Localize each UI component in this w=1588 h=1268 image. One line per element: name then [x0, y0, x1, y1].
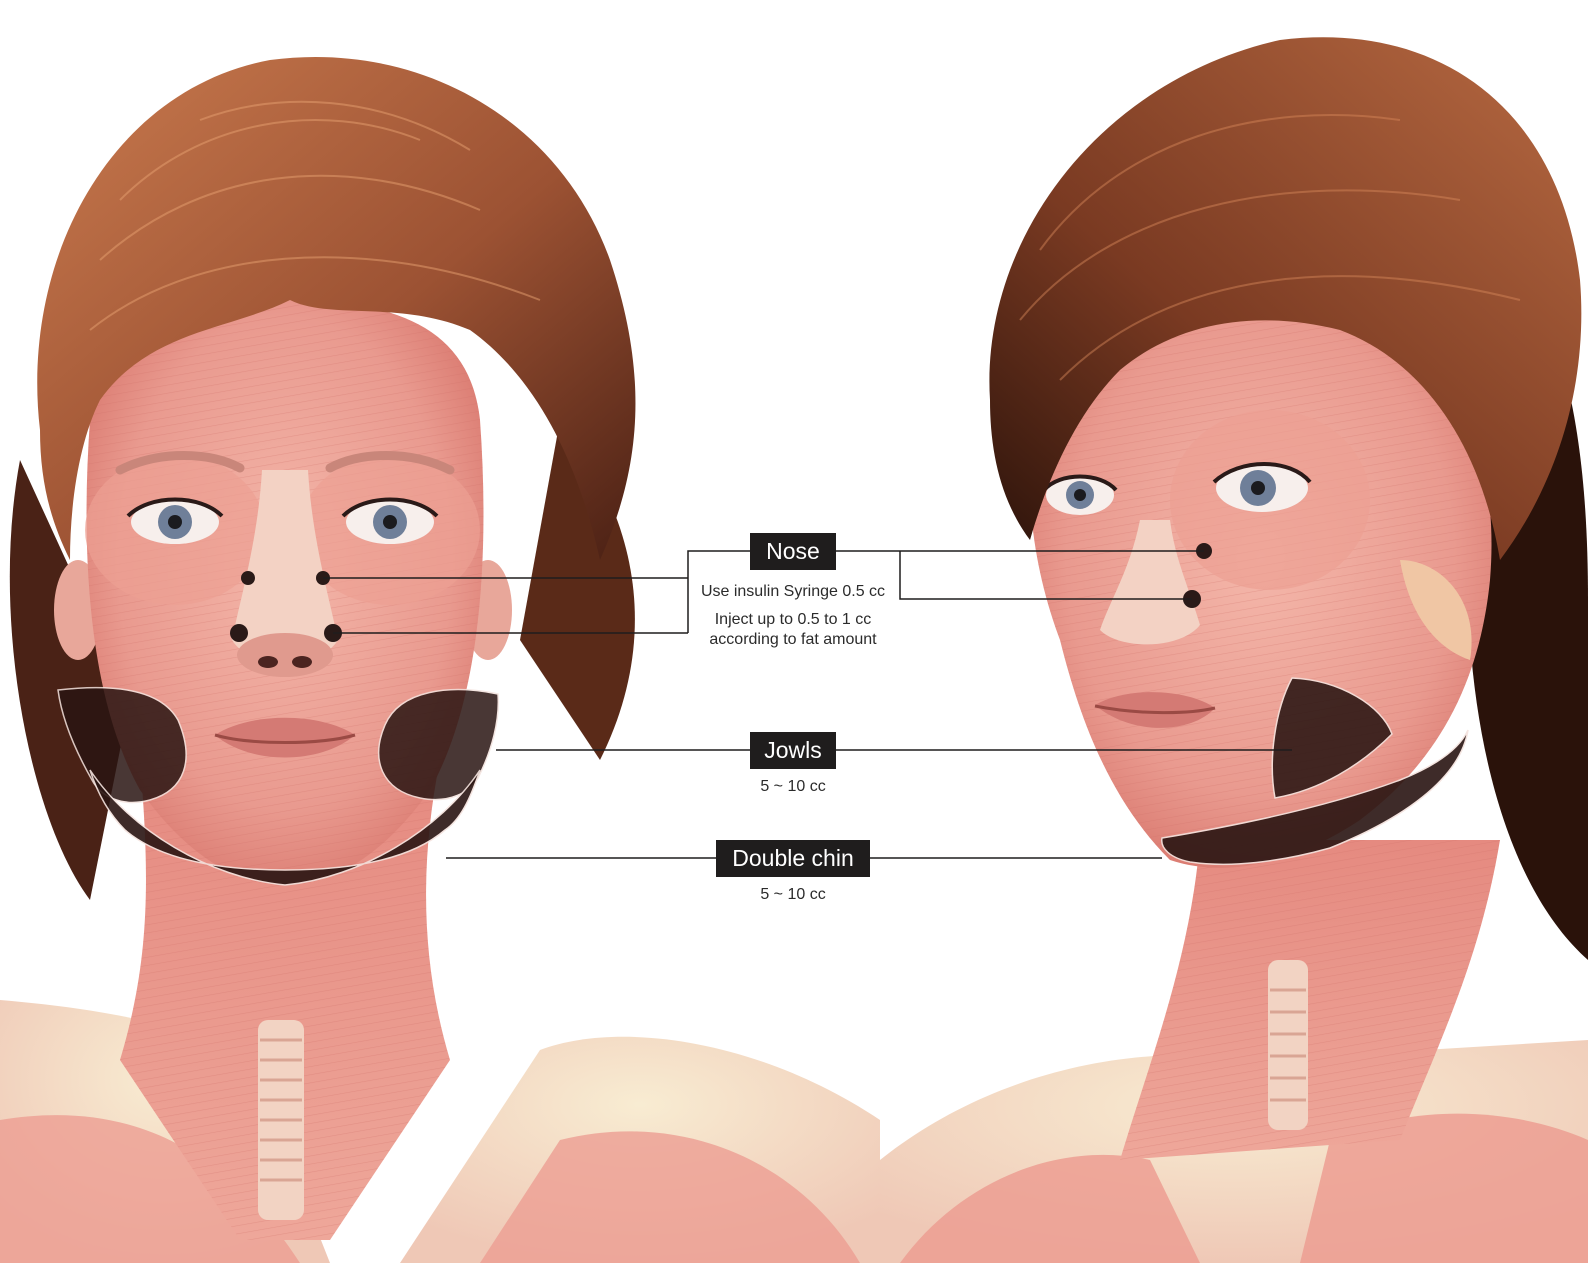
jowls-label: Jowls [750, 732, 836, 769]
front-injection-point [230, 624, 248, 642]
side-view-figure [880, 37, 1588, 1263]
side-trachea [1268, 960, 1308, 1130]
nose-note-fat: according to fat amount [685, 630, 901, 650]
nose-label: Nose [750, 533, 836, 570]
nose-note-amount: Inject up to 0.5 to 1 cc [685, 610, 901, 630]
double-chin-label: Double chin [716, 840, 870, 877]
front-injection-point [241, 571, 255, 585]
front-view-figure [0, 57, 880, 1263]
double-chin-volume: 5 ~ 10 cc [743, 885, 843, 905]
jowls-volume: 5 ~ 10 cc [743, 777, 843, 797]
nose-note-syringe: Use insulin Syringe 0.5 cc [685, 582, 901, 602]
